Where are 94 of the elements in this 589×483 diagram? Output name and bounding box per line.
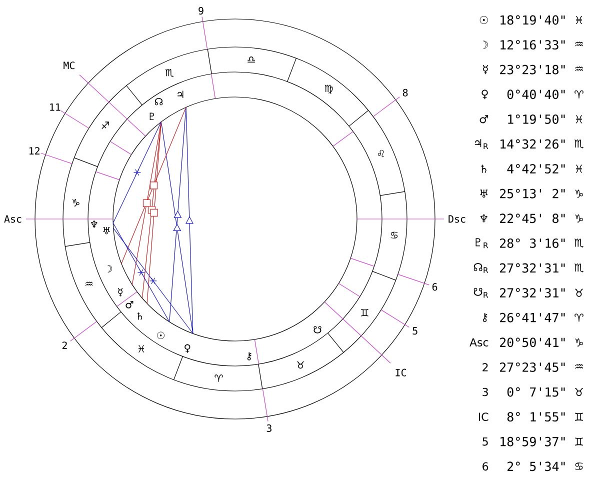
zodiac-glyph: ♋ <box>390 232 398 238</box>
point-symbol: ☊$_{R}$ <box>474 263 488 273</box>
zodiac-glyph: ♒ <box>575 42 583 46</box>
position-value: 22°45' 8" <box>500 214 565 224</box>
point-symbol: 6 <box>482 462 488 471</box>
point-symbol: ☉ <box>480 16 488 24</box>
position-value: 0°40'40" <box>507 90 565 100</box>
point-symbol: IC <box>478 412 488 421</box>
zodiac-glyph: ♒ <box>575 66 583 72</box>
zodiac-glyph: ♊ <box>575 412 583 421</box>
zodiac-glyph: ♐ <box>102 122 109 129</box>
zodiac-glyph: ♒ <box>85 282 93 286</box>
planet-glyph: ⚷ <box>247 352 252 360</box>
zodiac-glyph: ♑ <box>575 214 583 222</box>
planet-glyph: ☽ <box>108 265 112 272</box>
house-number: 12 <box>30 147 40 155</box>
zodiac-glyph: ♓ <box>576 164 582 173</box>
angle-label: Dsc <box>448 215 466 223</box>
point-symbol: ♂ <box>480 115 488 124</box>
planet-glyph: ☋ <box>314 326 322 334</box>
zodiac-glyph: ♉ <box>296 361 304 369</box>
house-number: 11 <box>50 103 60 111</box>
house-number: 9 <box>198 7 204 15</box>
house-number: 5 <box>412 327 418 335</box>
position-value: 8° 1'55" <box>507 412 565 422</box>
zodiac-glyph: ♊ <box>575 438 583 446</box>
position-value: 18°19'40" <box>500 15 565 25</box>
position-value: 2° 5'34" <box>508 462 565 472</box>
zodiac-glyph: ♒ <box>575 364 583 369</box>
planet-glyph: ☊ <box>154 98 163 106</box>
house-number: 6 <box>432 283 438 291</box>
zodiac-glyph: ♓ <box>576 16 582 24</box>
zodiac-glyph: ♍ <box>324 84 333 94</box>
planet-glyph: ☿ <box>118 288 123 296</box>
position-value: 27°32'31" <box>500 288 565 298</box>
zodiac-glyph: ♑ <box>575 338 583 346</box>
point-symbol: ☿ <box>483 65 488 74</box>
zodiac-glyph: ♋ <box>575 462 583 470</box>
house-number: 2 <box>62 342 67 350</box>
zodiac-glyph: ♏ <box>165 68 174 78</box>
zodiac-glyph: ♌ <box>378 150 384 158</box>
zodiac-glyph: ♓ <box>138 345 144 352</box>
angle-label: MC <box>64 62 74 70</box>
point-symbol: ♄ <box>481 164 486 173</box>
position-value: 27°23'45" <box>500 362 565 372</box>
point-symbol: ♀ <box>482 90 488 100</box>
planet-glyph: ♂ <box>126 301 134 308</box>
position-value: 27°32'31" <box>500 263 565 273</box>
position-value: 14°32'26" <box>500 139 565 149</box>
planet-glyph: ♃ <box>178 90 184 98</box>
point-symbol: ☋$_{R}$ <box>474 288 488 298</box>
point-symbol: Asc <box>470 338 488 346</box>
zodiac-glyph: ♈ <box>574 90 584 98</box>
zodiac-glyph: ♉ <box>575 288 583 297</box>
zodiac-glyph: ♏ <box>574 139 584 149</box>
planet-glyph: ♅ <box>103 226 110 234</box>
point-symbol: 2 <box>482 363 488 372</box>
position-value: 12°16'33" <box>500 40 565 50</box>
position-value: 25°13' 2" <box>500 188 565 198</box>
point-symbol: ♃$_{R}$ <box>474 139 488 149</box>
planet-glyph: ♀ <box>184 344 190 353</box>
position-value: 23°23'18" <box>500 64 565 74</box>
zodiac-glyph: ♑ <box>72 199 80 206</box>
position-value: 28° 3'16" <box>500 238 565 248</box>
planet-glyph: ♆ <box>90 220 98 228</box>
zodiac-glyph: ♓ <box>576 115 582 124</box>
point-symbol: 3 <box>482 388 488 396</box>
angle-label: Asc <box>4 215 22 223</box>
zodiac-glyph: ♉ <box>575 388 583 396</box>
zodiac-glyph: ♏ <box>574 263 584 273</box>
planet-glyph: ☉ <box>157 332 164 340</box>
point-symbol: ☽ <box>482 40 488 49</box>
point-symbol: ♆ <box>480 214 488 222</box>
zodiac-glyph: ♑ <box>575 190 583 198</box>
house-number: 8 <box>402 88 408 96</box>
position-value: 20°50'41" <box>500 338 565 348</box>
zodiac-glyph: ♎ <box>248 56 255 63</box>
zodiac-glyph: ♊ <box>361 309 368 316</box>
position-value: 4°42'52" <box>507 164 565 174</box>
point-symbol: ♇$_{R}$ <box>476 238 488 248</box>
position-value: 26°41'47" <box>500 312 565 322</box>
position-value: 18°59'37" <box>500 436 565 446</box>
point-symbol: ♅ <box>480 190 488 198</box>
planet-glyph: ♇ <box>150 112 154 120</box>
point-symbol: ⚷ <box>482 313 488 322</box>
zodiac-glyph: ♈ <box>574 314 584 322</box>
zodiac-glyph: ♈ <box>214 374 223 382</box>
planet-glyph: ♄ <box>138 312 142 320</box>
zodiac-glyph: ♏ <box>574 238 584 248</box>
position-value: 0° 7'15" <box>507 387 565 397</box>
position-value: 1°19'50" <box>508 114 565 124</box>
angle-label: IC <box>396 368 406 376</box>
point-symbol: 5 <box>482 438 488 446</box>
house-number: 3 <box>266 424 272 432</box>
